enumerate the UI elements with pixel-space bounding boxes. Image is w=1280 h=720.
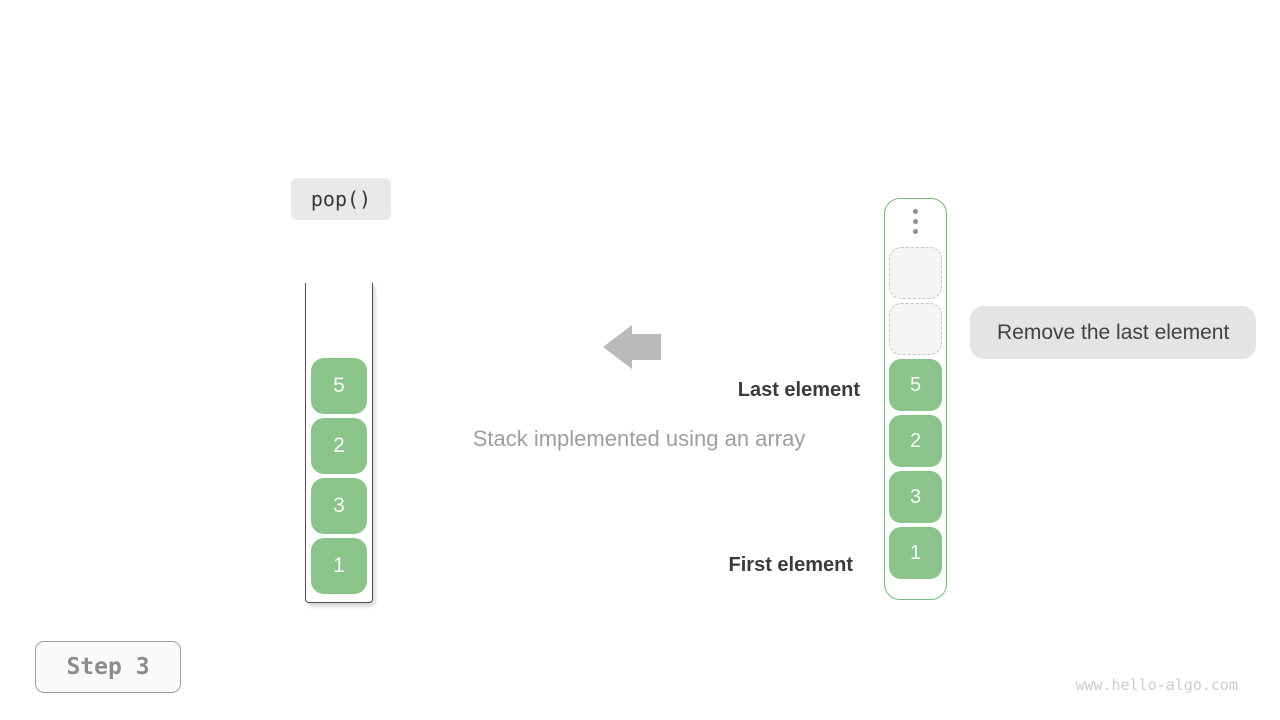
watermark: www.hello-algo.com <box>1075 676 1238 694</box>
stack-container: 5 2 3 1 <box>305 283 373 603</box>
array-empty-slot <box>889 247 942 299</box>
left-arrow-icon <box>603 325 661 369</box>
first-element-label: First element <box>728 554 853 576</box>
array-cell: 5 <box>889 359 942 411</box>
diagram-caption: Stack implemented using an array <box>472 426 806 451</box>
stack-cell: 5 <box>311 358 367 414</box>
step-badge: Step 3 <box>35 641 181 693</box>
stack-cell: 1 <box>311 538 367 594</box>
callout-remove-last-element: Remove the last element <box>970 306 1257 359</box>
pop-operation-badge: pop() <box>291 178 391 220</box>
array-empty-slot <box>889 303 942 355</box>
array-cell: 1 <box>889 527 942 579</box>
stack-cell: 3 <box>311 478 367 534</box>
array-container: 5 2 3 1 <box>884 198 947 600</box>
last-element-label: Last element <box>737 379 860 401</box>
array-cell: 2 <box>889 415 942 467</box>
vertical-ellipsis-icon <box>913 209 918 234</box>
stack-cell: 2 <box>311 418 367 474</box>
array-cell: 3 <box>889 471 942 523</box>
